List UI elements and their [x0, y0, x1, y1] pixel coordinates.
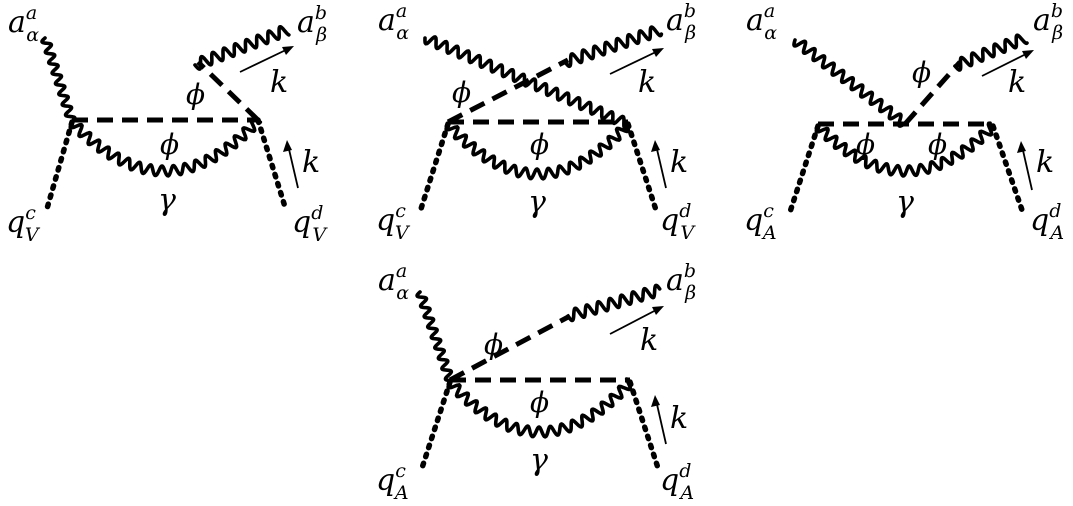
label-k-in: k — [670, 145, 688, 180]
label-gamma: γ — [158, 183, 176, 218]
label-k-out: k — [640, 323, 658, 358]
label-k-out: k — [1008, 65, 1026, 100]
quark-line-outgoing — [627, 379, 661, 471]
momentum-arrowhead-out — [652, 48, 664, 57]
label-phi-loop: ϕ — [530, 128, 549, 161]
label-phi-loop: ϕ — [160, 128, 179, 161]
label-gamma: γ — [896, 185, 914, 220]
scalar-external-line — [446, 57, 570, 125]
momentum-arrowhead-in — [651, 140, 660, 152]
momentum-arrow-out — [609, 307, 661, 335]
momentum-arrowhead-out — [1022, 50, 1034, 59]
scalar-external-line — [903, 60, 962, 126]
quark-line-incoming — [417, 121, 451, 215]
label-gamma: γ — [528, 185, 546, 220]
photon-line-outgoing — [566, 283, 662, 323]
photon-line-incoming — [423, 35, 629, 130]
label-k-out: k — [270, 65, 288, 100]
momentum-arrowhead-in — [283, 140, 292, 152]
quark-line-incoming — [787, 123, 821, 215]
momentum-arrow-out — [239, 47, 291, 73]
quark-line-incoming — [419, 379, 453, 471]
label-phi-external: ϕ — [452, 76, 471, 109]
label-k-in: k — [670, 401, 688, 436]
photon-loop — [446, 377, 633, 439]
momentum-arrowhead-in — [651, 395, 660, 407]
photon-loop — [814, 121, 994, 178]
photon-line-incoming — [415, 290, 454, 383]
label-phi-loop: ϕ — [530, 386, 549, 419]
momentum-arrow-in — [1021, 145, 1033, 191]
label-k-in: k — [302, 145, 320, 180]
momentum-arrowhead-out — [282, 46, 294, 55]
momentum-arrow-in — [287, 144, 299, 189]
quark-line-outgoing — [625, 121, 659, 213]
label-gamma: γ — [530, 443, 548, 478]
photon-line-outgoing — [563, 25, 664, 69]
momentum-arrow-out — [981, 51, 1031, 77]
momentum-arrowhead-out — [652, 306, 664, 315]
label-phi-loop-right: ϕ — [928, 128, 947, 161]
label-phi-external: ϕ — [186, 78, 205, 111]
photon-line-incoming — [792, 38, 908, 128]
momentum-arrow-in — [655, 144, 667, 189]
momentum-arrow-out — [609, 49, 661, 75]
quark-line-incoming — [43, 119, 75, 215]
photon-line-incoming — [40, 36, 77, 124]
scalar-external-line — [196, 60, 260, 122]
momentum-arrow-in — [655, 399, 667, 445]
label-phi-loop-left: ϕ — [856, 128, 875, 161]
photon-line-outgoing — [953, 33, 1029, 72]
quark-line-outgoing — [255, 117, 289, 213]
momentum-arrowhead-in — [1017, 141, 1026, 153]
label-k-in: k — [1036, 145, 1054, 180]
photon-loop — [68, 117, 263, 178]
photon-loop — [444, 119, 631, 181]
label-k-out: k — [638, 65, 656, 100]
photon-line-outgoing — [193, 24, 291, 71]
scalar-external-line — [448, 313, 572, 383]
label-phi-external: ϕ — [484, 328, 503, 361]
label-phi-external: ϕ — [912, 56, 931, 89]
quark-line-outgoing — [990, 123, 1025, 213]
